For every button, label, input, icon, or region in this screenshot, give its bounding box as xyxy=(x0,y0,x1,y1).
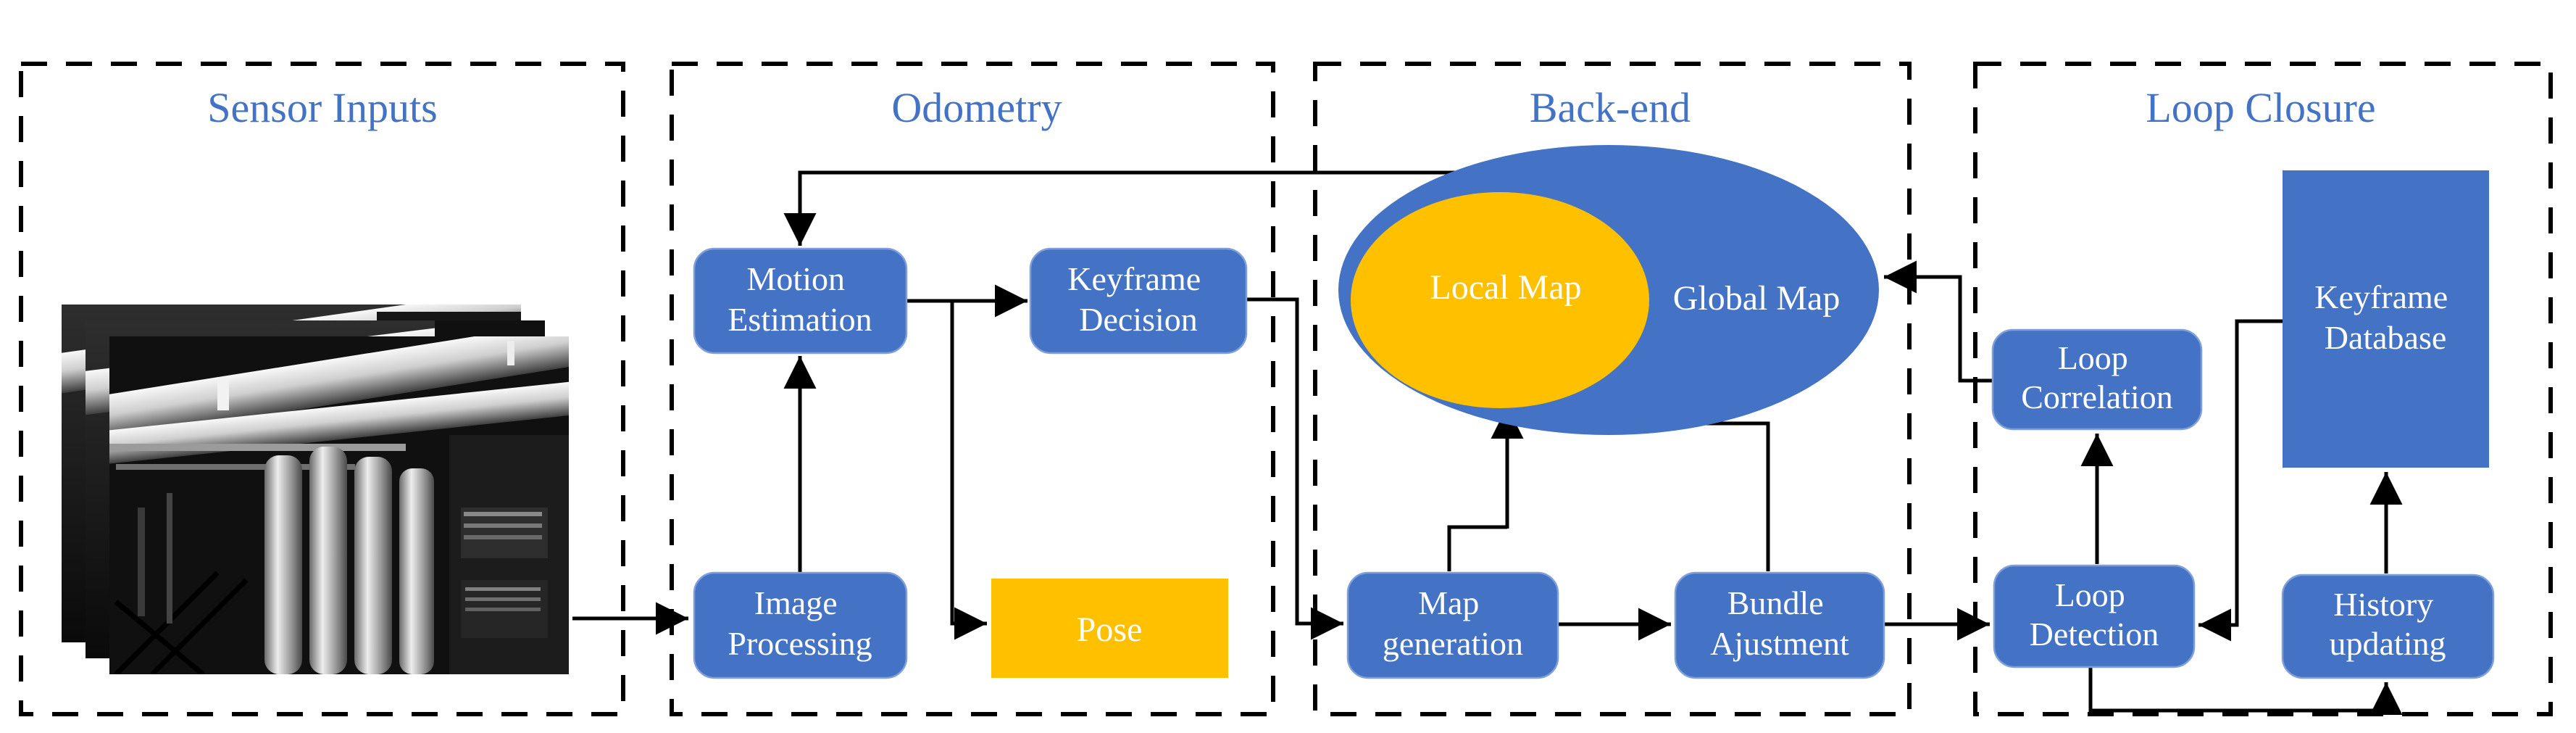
arrow-loop-detection-to-history-updating xyxy=(2088,667,2403,715)
node-local-map xyxy=(1351,192,1649,408)
sensor-photo-front xyxy=(109,336,569,674)
motion-estimation-label: Motion Estimation xyxy=(728,260,872,338)
arrow-loop-correlation-to-global-map xyxy=(1884,260,1993,383)
section-box-sensor-inputs xyxy=(19,62,625,716)
sensor-photo-stack xyxy=(62,305,569,674)
keyframe-decision-label: Keyframe Decision xyxy=(1067,260,1209,338)
node-bundle-ajustment xyxy=(1674,571,1885,679)
loop-detection-label: Loop Detection xyxy=(2030,576,2159,653)
node-history-updating xyxy=(2281,573,2495,679)
arrow-motion-estimation-to-pose xyxy=(950,301,987,640)
image-processing-label: Image Processing xyxy=(728,584,872,662)
section-title-loop-closure: Loop Closure xyxy=(2146,84,2375,131)
section-title-back-end: Back-end xyxy=(1530,84,1691,131)
node-motion-estimation xyxy=(693,247,908,355)
node-keyframe-decision xyxy=(1029,247,1248,355)
node-map-generation xyxy=(1346,571,1559,679)
map-generation-label: Map generation xyxy=(1383,584,1523,662)
node-image-processing xyxy=(693,571,908,679)
section-box-back-end xyxy=(1313,62,1912,716)
local-map-label: Local Map xyxy=(1430,268,1581,307)
arrow-keyframe-database-to-loop-detection xyxy=(2198,319,2283,642)
section-title-odometry: Odometry xyxy=(891,84,1062,131)
keyframe-database-label: Keyframe Database xyxy=(2314,278,2456,356)
arrow-keyframe-decision-to-map-generation xyxy=(1246,297,1343,640)
bundle-ajustment-label: Bundle Ajustment xyxy=(1710,584,1849,662)
connector-map-generation-up xyxy=(1447,525,1507,571)
pose-label: Pose xyxy=(1077,610,1143,649)
node-loop-detection xyxy=(1993,564,2196,668)
node-loop-correlation xyxy=(1991,328,2203,431)
loop-correlation-label: Loop Correlation xyxy=(2021,339,2173,415)
section-box-odometry xyxy=(670,62,1275,716)
connector-bundle-ajustment-up xyxy=(1509,421,1770,571)
global-map-label: Global Map xyxy=(1673,279,1841,318)
node-pose xyxy=(991,579,1228,678)
section-box-loop-closure xyxy=(1973,62,2553,716)
history-updating-label: History updating xyxy=(2330,586,2446,662)
node-keyframe-database xyxy=(2283,170,2489,468)
section-title-sensor-inputs: Sensor Inputs xyxy=(207,84,437,131)
